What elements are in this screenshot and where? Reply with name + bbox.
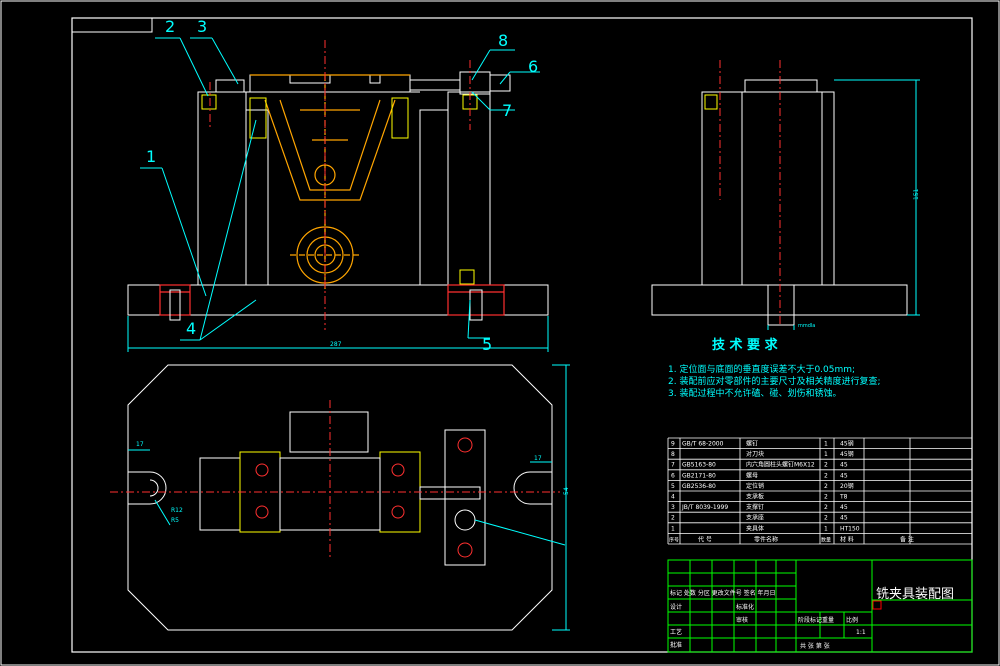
scale-label: 比例 — [846, 616, 858, 624]
bom-header-qty: 数量 — [821, 536, 831, 543]
callout-7: 7 — [502, 101, 512, 120]
approve-label: 批准 — [670, 641, 682, 649]
bom-name: 定位销 — [746, 482, 764, 490]
callout-3: 3 — [197, 17, 207, 36]
right-post — [447, 91, 491, 286]
side-height-dim: 151 — [913, 188, 920, 200]
bom-no: 5 — [671, 483, 675, 490]
bom-code: JB/T 8039-1999 — [681, 504, 728, 511]
bom-no: 8 — [671, 451, 675, 458]
sheets-label: 共 张 第 张 — [800, 642, 830, 650]
bom-no: 9 — [671, 441, 675, 448]
corner-box — [71, 17, 153, 33]
bom-qty: 1 — [824, 451, 828, 458]
bom-material: 45钢 — [840, 450, 854, 458]
plan-r2-dim: R5 — [171, 517, 179, 524]
plan-left-dim: 17 — [136, 441, 144, 448]
bom-qty: 2 — [824, 462, 828, 469]
bom-no: 3 — [671, 504, 675, 511]
callout-4: 4 — [186, 319, 196, 338]
bom-material: 45 — [840, 462, 848, 469]
bom-no: 2 — [671, 515, 675, 522]
bom-header-code: 代 号 — [698, 535, 712, 543]
bom-code: GB5163-80 — [682, 462, 716, 469]
plan-view — [110, 364, 570, 631]
bom-material: 45钢 — [840, 440, 854, 448]
tech-title: 技 术 要 求 — [712, 337, 779, 353]
bom-name: 支承板 — [746, 493, 764, 501]
bom-name: 内六角圆柱头螺钉M6X12 — [746, 461, 815, 469]
side-view — [651, 60, 920, 330]
bom-code: GB/T 68-2000 — [682, 441, 724, 448]
bom-qty: 2 — [824, 515, 828, 522]
bom-material: 45 — [840, 472, 848, 479]
bom-code: GB2171-80 — [682, 472, 716, 479]
tech-line-2: 2. 装配前应对零部件的主要尺寸及相关精度进行复查; — [668, 375, 880, 387]
tech-requirements: 技 术 要 求 1. 定位面与底面的垂直度误差不大于0.05mm; 2. 装配前… — [668, 337, 880, 399]
bom-header-note: 备 注 — [900, 535, 914, 543]
callout-2: 2 — [165, 17, 175, 36]
bom-name: 螺钉 — [746, 440, 758, 448]
front-width-dim: 287 — [330, 341, 342, 348]
drawing-title: 铣夹具装配图 — [876, 587, 954, 602]
design-label: 设计 — [670, 603, 682, 611]
base-plate — [127, 284, 549, 316]
bom-qty: 2 — [824, 494, 828, 501]
bom-name: 支承座 — [746, 514, 764, 522]
bom-no: 7 — [671, 462, 675, 469]
bom-qty: 1 — [824, 441, 828, 448]
leaders — [140, 37, 540, 341]
plan-right-dim: 17 — [534, 455, 542, 462]
bom-no: 1 — [671, 525, 675, 532]
workpiece — [250, 74, 410, 290]
callout-8: 8 — [498, 31, 508, 50]
revision-row: 标记 处数 分区 更改文件号 签名 年月日 — [670, 589, 776, 597]
callout-1: 1 — [146, 147, 156, 166]
review-label: 工艺 — [670, 628, 682, 636]
callout-6: 6 — [528, 57, 538, 76]
front-view: 287 — [127, 40, 549, 352]
plan-height-dim: 54 — [563, 487, 570, 495]
callout-5: 5 — [482, 335, 492, 354]
bom-qty: 1 — [824, 525, 828, 532]
bom-material: 45 — [840, 515, 848, 522]
check-label: 审核 — [736, 616, 748, 624]
tech-line-1: 1. 定位面与底面的垂直度误差不大于0.05mm; — [668, 363, 855, 375]
bom-no: 6 — [671, 472, 675, 479]
bom-name: 支撑钉 — [746, 503, 764, 511]
tech-line-3: 3. 装配过程中不允许磕、碰、划伤和锈蚀。 — [668, 387, 841, 399]
bom-material: HT150 — [840, 525, 860, 532]
stage-label: 阶段标记 — [798, 616, 822, 624]
scale-value: 1:1 — [856, 629, 866, 636]
bom-qty: 2 — [824, 504, 828, 511]
inner-frame — [71, 17, 973, 653]
std-label: 标准化 — [736, 603, 754, 611]
seal-mark — [872, 600, 882, 610]
bom-code: GB2536-80 — [682, 483, 716, 490]
bom-header-material: 材 料 — [840, 535, 854, 543]
bom-qty: 2 — [824, 472, 828, 479]
bom-qty: 2 — [824, 483, 828, 490]
bom-table: 9 GB/T 68-2000 螺钉 1 45钢 8 对刀块 1 45钢 7 GB5163-80 内六角… — [667, 437, 973, 545]
bom-name: 夹具体 — [746, 524, 764, 532]
title-block — [667, 559, 973, 653]
plan-r1-dim: R12 — [171, 507, 183, 514]
bom-name: 对刀块 — [746, 450, 764, 458]
bom-header-seq: 序号 — [669, 536, 679, 543]
side-base-dim: mmdla — [798, 323, 815, 329]
bom-material: 45 — [840, 504, 848, 511]
bom-name: 螺母 — [746, 471, 758, 479]
weight-label: 重量 — [822, 616, 834, 624]
bom-header-name: 零件名称 — [754, 535, 778, 543]
bom-material: 20钢 — [840, 482, 854, 490]
bom-material: T8 — [839, 494, 848, 501]
bom-no: 4 — [671, 494, 675, 501]
